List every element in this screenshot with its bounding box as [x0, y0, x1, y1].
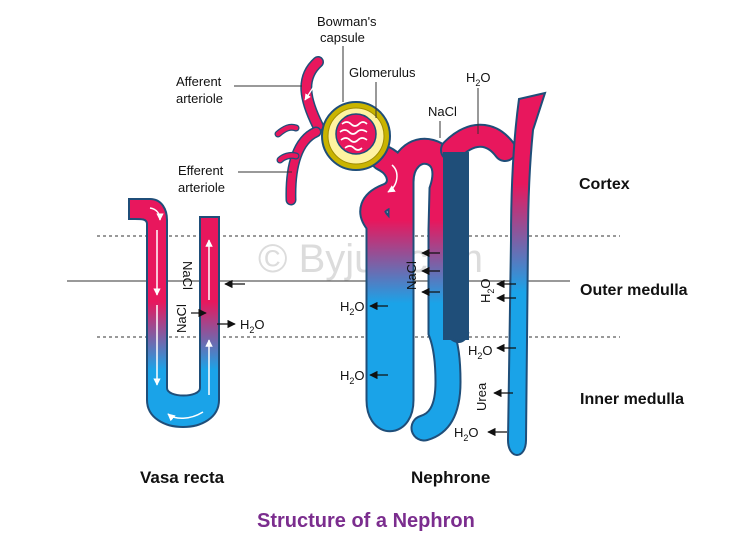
vasa-h2o: H2O — [240, 317, 265, 335]
vasa-nacl-left: NaCl — [174, 304, 189, 333]
nephron-nacl-asc: NaCl — [404, 261, 419, 290]
efferent-arteriole — [286, 128, 320, 204]
zone-cortex: Cortex — [579, 176, 630, 193]
distal-tubule — [442, 125, 515, 160]
bowmans-label-1: Bowman's — [317, 14, 377, 29]
nephron-h2o-cd3: H2O — [454, 425, 479, 443]
flow-arrow — [304, 79, 319, 101]
afferent-label-1: Afferent — [176, 74, 222, 89]
vasa-nacl-right: NaCl — [180, 261, 195, 290]
glomerulus-capillaries — [339, 121, 368, 151]
ascending-limb-end — [443, 329, 470, 343]
flow-arrow — [167, 411, 204, 422]
arteriole-branch — [275, 125, 299, 137]
caption-vasa-recta: Vasa recta — [140, 468, 225, 487]
glomerulus-label: Glomerulus — [349, 65, 416, 80]
glomerulus-tuft — [335, 113, 377, 155]
page-title: Structure of a Nephron — [257, 510, 475, 532]
collecting-duct — [506, 91, 547, 456]
afferent-arteriole — [301, 57, 323, 131]
flow-arrow — [387, 164, 398, 193]
bowmans-capsule — [321, 101, 391, 171]
nephron-h2o-1: H2O — [340, 299, 365, 317]
nephron-h2o-cd1: H2O — [478, 278, 496, 303]
nephron-urea: Urea — [474, 382, 489, 411]
caption-nephrone: Nephrone — [411, 468, 490, 487]
efferent-label-1: Efferent — [178, 163, 224, 178]
flow-arrow — [149, 207, 164, 221]
bowmans-label-2: capsule — [320, 30, 365, 45]
zone-outer-medulla: Outer medulla — [580, 282, 688, 299]
nephron-h2o-2: H2O — [340, 368, 365, 386]
efferent-label-2: arteriole — [178, 180, 225, 195]
h2o-top-label: H2O — [466, 70, 491, 88]
nephron-tubule — [359, 137, 462, 442]
zone-inner-medulla: Inner medulla — [580, 391, 684, 408]
vasa-recta — [128, 198, 220, 428]
tubule-fill — [361, 139, 460, 440]
vasa-recta-loop — [128, 198, 220, 428]
afferent-label-2: arteriole — [176, 91, 223, 106]
nacl-top-label: NaCl — [428, 104, 457, 119]
nephron-h2o-cd2: H2O — [468, 343, 493, 361]
arteriole-branch — [277, 153, 299, 163]
